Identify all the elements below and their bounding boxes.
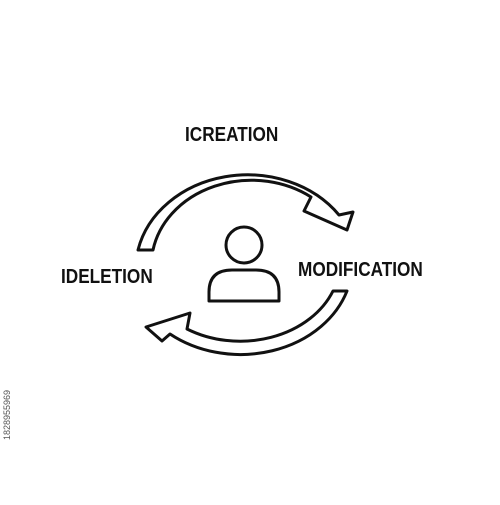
stock-image-id: 1828955969 bbox=[2, 389, 12, 440]
user-body-icon bbox=[207, 268, 281, 303]
modification-label: MODIFICATION bbox=[298, 259, 423, 281]
user-head-icon bbox=[224, 225, 264, 265]
top-cycle-arrow bbox=[136, 173, 355, 252]
creation-label: ICREATION bbox=[185, 124, 279, 146]
deletion-label: IDELETION bbox=[61, 266, 153, 288]
bottom-cycle-arrow bbox=[144, 289, 349, 357]
user-icon bbox=[207, 225, 281, 303]
